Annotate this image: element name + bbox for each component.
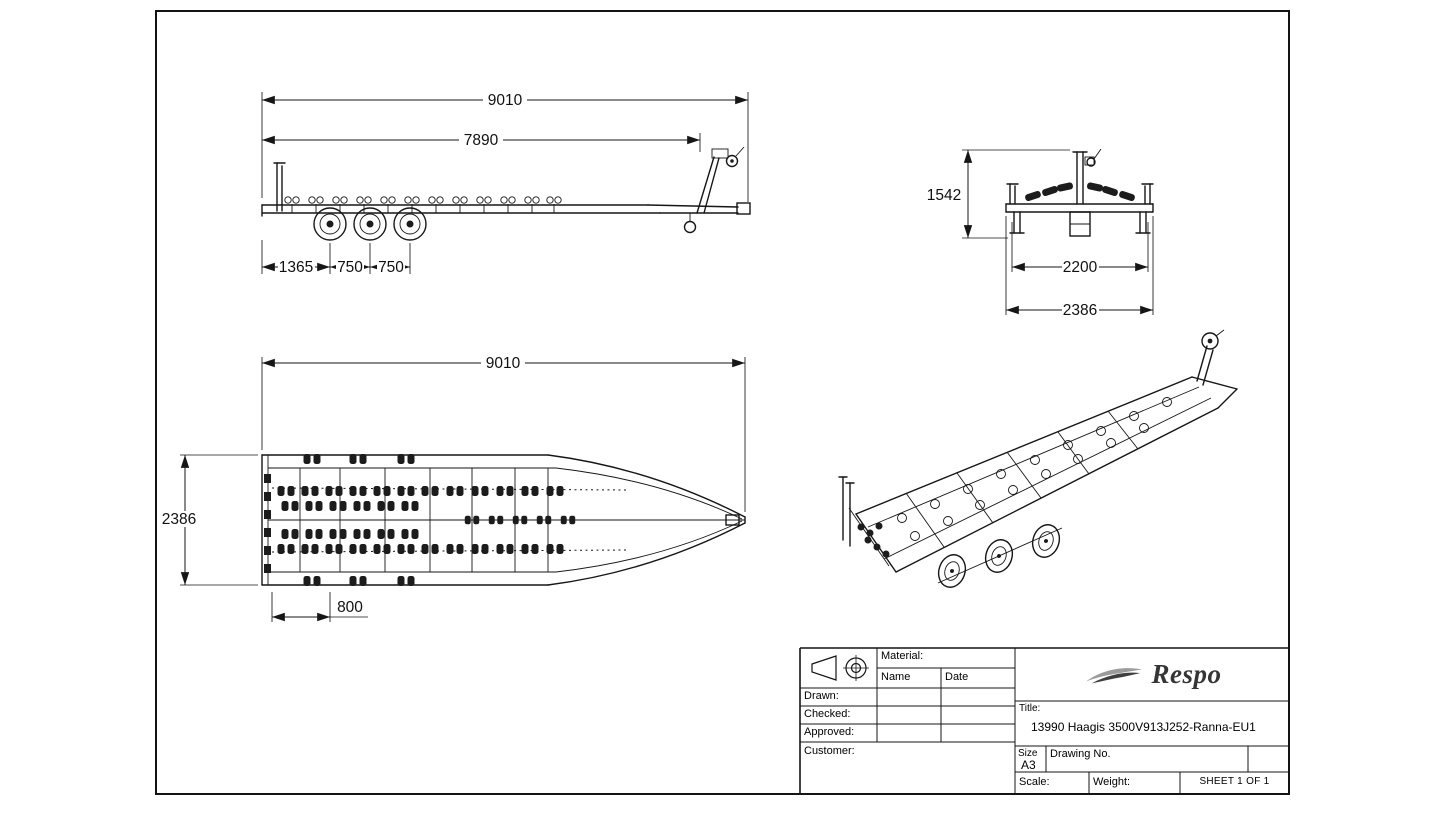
side-rollers — [284, 196, 562, 213]
dim-front-inner-width: 2200 — [1063, 259, 1098, 276]
drawing-no-label: Drawing No. — [1050, 748, 1111, 760]
customer-label: Customer: — [804, 745, 855, 757]
dim-top-width: 2386 — [162, 511, 196, 528]
iso-rollers — [897, 397, 1172, 541]
dim-front-overall-width: 2386 — [1063, 302, 1097, 319]
side-wheels — [313, 207, 427, 241]
front-dimensions: 1542 2200 2386 — [927, 149, 1154, 319]
title-label: Title: — [1019, 703, 1041, 714]
side-dimensions: 9010 7890 1365 750 750 — [261, 92, 749, 276]
weight-label: Weight: — [1093, 776, 1131, 788]
name-header: Name — [881, 671, 911, 683]
top-view: 9010 2386 800 — [159, 355, 746, 622]
scale-label: Scale: — [1019, 776, 1050, 788]
approved-label: Approved: — [804, 726, 855, 738]
side-view: 9010 7890 1365 750 750 — [261, 92, 751, 276]
isometric-view — [838, 329, 1238, 588]
top-dimensions: 9010 2386 800 — [159, 355, 746, 622]
respo-logo: Respo — [1015, 648, 1289, 701]
iso-wheels — [937, 524, 1063, 588]
iso-winch-post — [1196, 329, 1225, 386]
dim-side-rear-to-axle: 1365 — [279, 259, 313, 276]
dim-side-axle-spacing-1: 750 — [337, 259, 363, 276]
front-bunk-rollers — [1025, 182, 1135, 202]
dim-side-total: 9010 — [488, 92, 523, 109]
sheet-border — [155, 10, 1290, 795]
respo-logo-text: Respo — [1151, 659, 1222, 689]
top-mount-plates — [264, 474, 271, 573]
dim-top-offset: 800 — [337, 599, 363, 616]
drawing-title: 13990 Haagis 3500V913J252-Ranna-EU1 — [1031, 720, 1256, 734]
material-label: Material: — [881, 650, 924, 662]
drawn-label: Drawn: — [804, 690, 839, 702]
side-winch-post — [696, 146, 745, 214]
dim-front-height: 1542 — [927, 187, 961, 204]
checked-label: Checked: — [804, 708, 851, 720]
respo-logo-swoosh-icon — [1085, 667, 1142, 683]
projection-symbol-icon — [811, 655, 869, 681]
sheet-number: SHEET 1 OF 1 — [1199, 776, 1270, 787]
front-view: 1542 2200 2386 — [927, 148, 1154, 319]
date-header: Date — [945, 671, 969, 683]
title-block-grid — [799, 647, 1289, 794]
size-value: A3 — [1021, 758, 1036, 772]
dim-side-frame: 7890 — [464, 132, 499, 149]
size-label: Size — [1018, 748, 1038, 759]
dim-side-axle-spacing-2: 750 — [378, 259, 404, 276]
iso-rear-rollers — [857, 522, 890, 558]
dim-top-total: 9010 — [486, 355, 521, 372]
